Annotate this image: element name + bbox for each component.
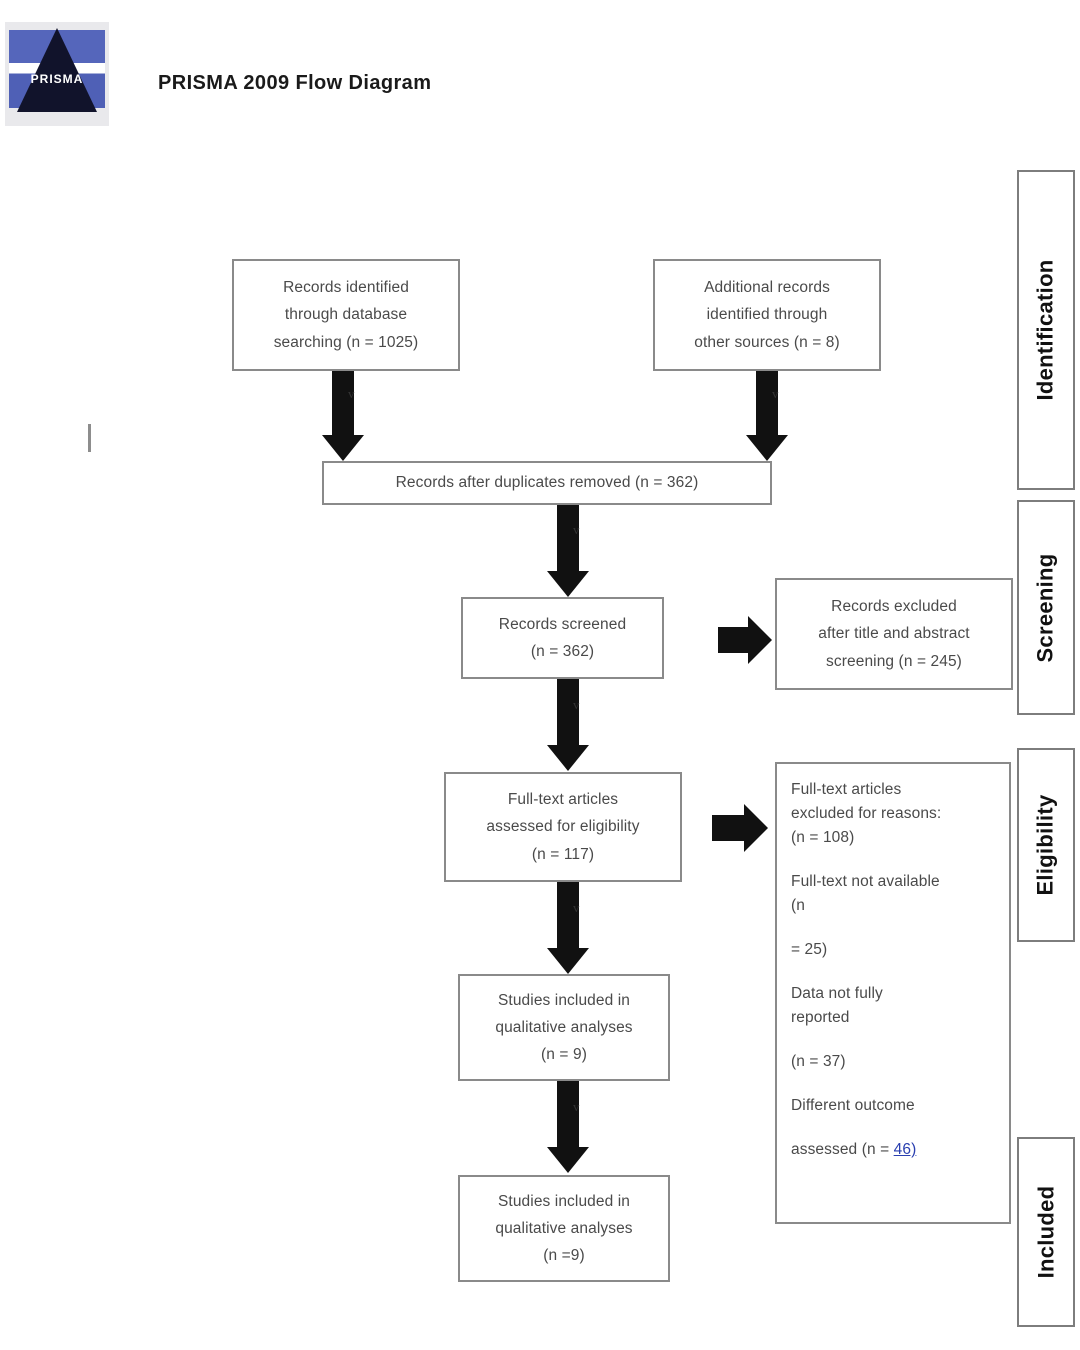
arrow-head xyxy=(547,571,589,597)
arrow-screened-to-excluded xyxy=(718,612,772,668)
page-title: PRISMA 2009 Flow Diagram xyxy=(158,72,432,94)
box-studies-qualitative-2-line1: Studies included in xyxy=(497,1192,630,1210)
caret-artifact-2: v xyxy=(772,386,779,401)
reason-data-not-reported-line1: Data not fully xyxy=(791,985,883,1003)
box-duplicates-removed: Records after duplicates removed (n = 36… xyxy=(322,461,772,505)
box-studies-qualitative-2-line3: (n =9) xyxy=(543,1247,585,1265)
stage-label-identification: Identification xyxy=(1017,170,1075,490)
stage-label-identification-text: Identification xyxy=(1033,259,1058,401)
stage-label-included-text: Included xyxy=(1033,1185,1059,1279)
excluded-reasons-line2: excluded for reasons: xyxy=(791,805,942,823)
box-additional-records-line1: Additional records xyxy=(704,279,830,297)
arrow-database-to-duplicates xyxy=(321,371,365,461)
arrow-shaft xyxy=(756,371,778,437)
arrow-shaft xyxy=(718,627,750,653)
reason-fulltext-unavailable-line1: Full-text not available xyxy=(791,873,940,891)
box-records-excluded-line3: screening (n = 245) xyxy=(826,652,962,670)
box-studies-qualitative-2: Studies included in qualitative analyses… xyxy=(458,1175,670,1282)
box-records-screened-line2: (n = 362) xyxy=(530,643,595,660)
box-records-excluded-line2: after title and abstract xyxy=(818,625,970,643)
reason-data-not-reported-line2: reported xyxy=(791,1009,850,1027)
arrow-fulltext-to-excluded-reasons xyxy=(712,800,768,856)
logo-wordmark: PRISMA xyxy=(30,72,84,86)
arrow-head xyxy=(746,435,788,461)
stage-label-eligibility-text: Eligibility xyxy=(1033,794,1058,896)
caret-artifact-6: v xyxy=(573,1099,580,1114)
box-duplicates-removed-line1: Records after duplicates removed (n = 36… xyxy=(395,474,699,492)
prisma-pyramid-logo-icon: PRISMA xyxy=(5,22,109,126)
box-records-excluded: Records excluded after title and abstrac… xyxy=(775,578,1013,690)
stray-tick-artifact xyxy=(88,424,91,452)
arrow-additional-to-duplicates xyxy=(745,371,789,461)
box-records-identified-database-line3: searching (n = 1025) xyxy=(273,333,419,351)
stage-label-screening-text: Screening xyxy=(1033,552,1059,663)
arrow-head xyxy=(547,948,589,974)
reason-different-outcome-count: 46) xyxy=(893,1141,917,1159)
arrow-fulltext-to-qualitative1 xyxy=(546,882,590,974)
box-records-screened: Records screened (n = 362) xyxy=(461,597,664,679)
reason-fulltext-unavailable-line2: (n xyxy=(791,897,805,915)
box-fulltext-assessed-line1: Full-text articles xyxy=(507,791,619,809)
arrow-shaft xyxy=(557,505,579,573)
arrow-shaft xyxy=(557,679,579,747)
box-studies-qualitative-1-line2: qualitative analyses xyxy=(495,1018,633,1036)
box-fulltext-assessed-line3: (n = 117) xyxy=(531,845,595,863)
caret-artifact-5: v xyxy=(573,900,580,915)
arrow-head xyxy=(748,616,772,664)
arrow-shaft xyxy=(332,371,354,437)
stage-label-screening: Screening xyxy=(1017,500,1075,715)
caret-artifact-1: v xyxy=(348,386,355,401)
box-additional-records-line3: other sources (n = 8) xyxy=(694,333,840,351)
box-records-identified-database-line2: through database xyxy=(284,306,408,324)
arrow-duplicates-to-screened xyxy=(546,505,590,597)
reason-different-outcome-prefix: assessed (n = xyxy=(791,1141,894,1159)
box-additional-records-line2: identified through xyxy=(706,306,828,324)
box-studies-qualitative-1-line3: (n = 9) xyxy=(541,1046,587,1064)
arrow-screened-to-fulltext xyxy=(546,679,590,771)
arrow-shaft xyxy=(557,882,579,950)
box-studies-qualitative-1: Studies included in qualitative analyses… xyxy=(458,974,670,1081)
box-records-screened-line1: Records screened xyxy=(498,615,627,633)
reason-fulltext-unavailable-count: = 25) xyxy=(791,941,828,959)
logo-pyramid-shape xyxy=(17,28,97,112)
arrow-shaft xyxy=(557,1081,579,1149)
caret-artifact-3: v xyxy=(573,522,580,537)
arrow-shaft xyxy=(712,815,746,841)
box-records-identified-database: Records identified through database sear… xyxy=(232,259,460,371)
caret-artifact-4: v xyxy=(573,697,580,712)
arrow-head xyxy=(547,1147,589,1173)
box-fulltext-assessed-line2: assessed for eligibility xyxy=(486,818,640,836)
arrow-head xyxy=(547,745,589,771)
stage-label-included: Included xyxy=(1017,1137,1075,1327)
arrow-head xyxy=(744,804,768,852)
excluded-reasons-line1: Full-text articles xyxy=(791,781,902,798)
reason-data-not-reported-count: (n = 37) xyxy=(791,1053,846,1071)
reason-different-outcome-line1: Different outcome xyxy=(791,1097,915,1115)
box-fulltext-excluded-reasons: Full-text articles excluded for reasons:… xyxy=(775,762,1011,1224)
reason-different-outcome-line2: assessed (n = 46) xyxy=(791,1138,916,1162)
box-records-excluded-line1: Records excluded xyxy=(831,598,957,616)
box-studies-qualitative-2-line2: qualitative analyses xyxy=(495,1219,633,1237)
stage-label-eligibility: Eligibility xyxy=(1017,748,1075,942)
arrow-head xyxy=(322,435,364,461)
excluded-reasons-line3: (n = 108) xyxy=(791,829,855,847)
box-records-identified-database-line1: Records identified xyxy=(283,279,409,297)
box-fulltext-assessed: Full-text articles assessed for eligibil… xyxy=(444,772,682,882)
box-studies-qualitative-1-line1: Studies included in xyxy=(497,991,630,1009)
arrow-qualitative1-to-qualitative2 xyxy=(546,1081,590,1173)
box-additional-records: Additional records identified through ot… xyxy=(653,259,881,371)
